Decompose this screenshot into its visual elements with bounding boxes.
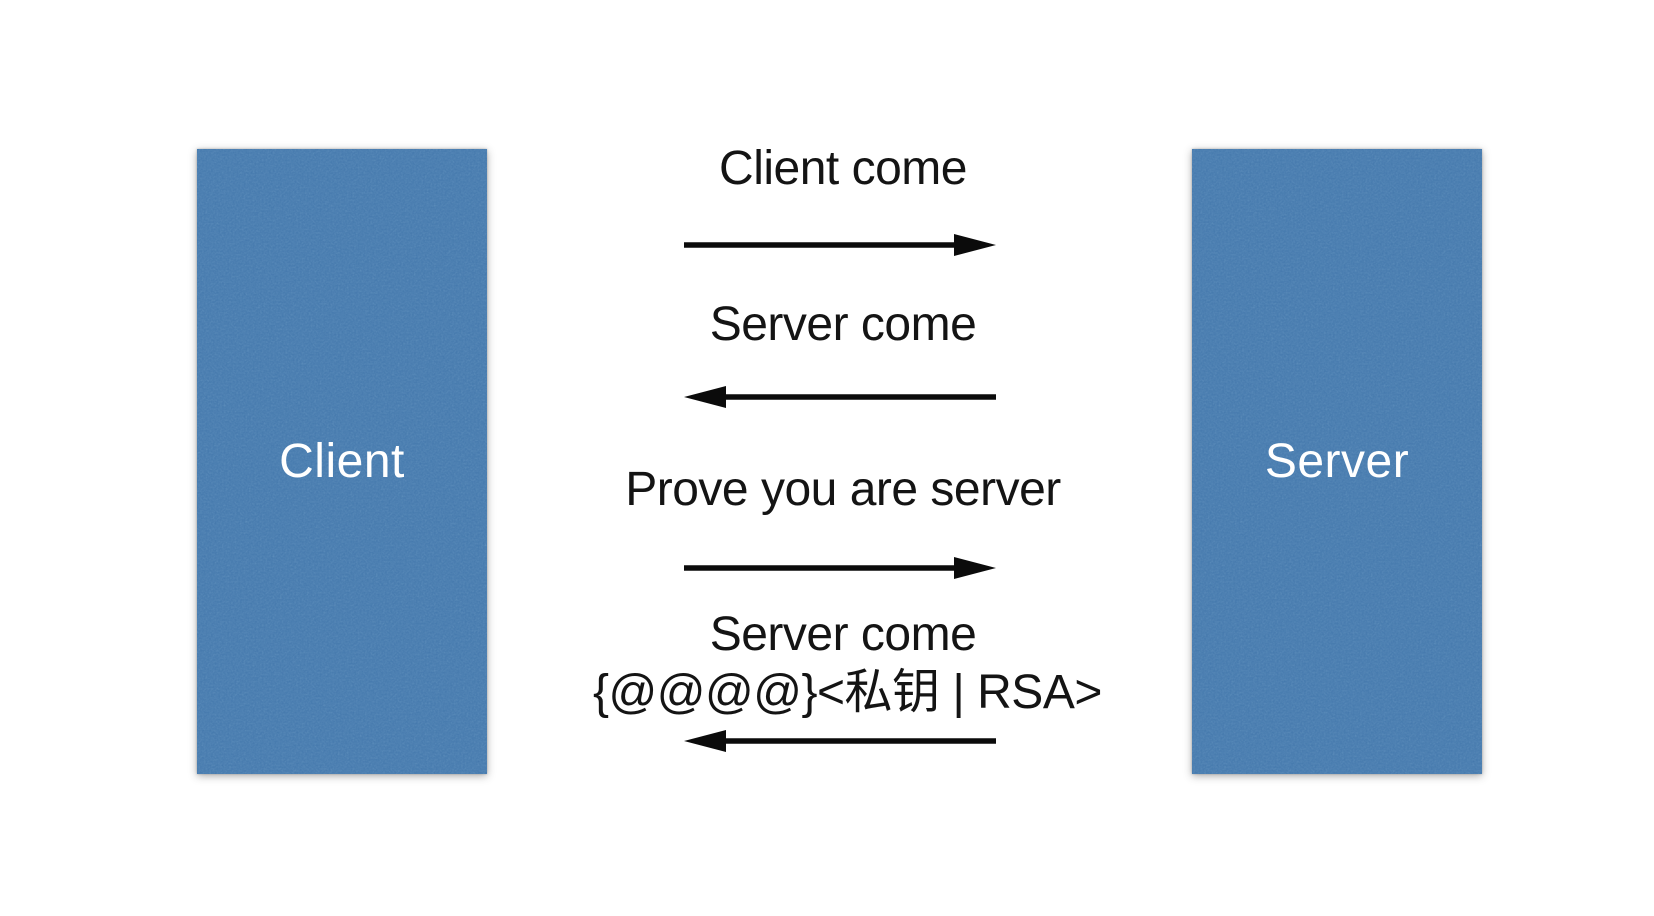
actor-server: Server xyxy=(1192,149,1482,774)
message-1: Client come xyxy=(593,140,1093,198)
message-1-label: Client come xyxy=(719,142,967,195)
message-2: Server come xyxy=(593,296,1093,354)
message-2-label: Server come xyxy=(709,298,977,351)
message-3: Prove you are server xyxy=(593,461,1093,519)
message-3-label: Prove you are server xyxy=(625,463,1061,516)
actor-server-label: Server xyxy=(1264,435,1410,488)
arrow-right-icon xyxy=(684,234,996,256)
arrow-left-icon xyxy=(684,386,996,408)
arrow-right-icon xyxy=(684,557,996,579)
actor-client: Client xyxy=(197,149,487,774)
actor-client-label: Client xyxy=(279,435,405,488)
message-4-label-line2: {@@@@}<私钥 | RSA> xyxy=(593,666,1102,719)
message-4-label-line1: Server come xyxy=(709,608,977,661)
arrow-left-icon xyxy=(684,730,996,752)
message-4: Server come {@@@@}<私钥 | RSA> xyxy=(593,606,1102,722)
